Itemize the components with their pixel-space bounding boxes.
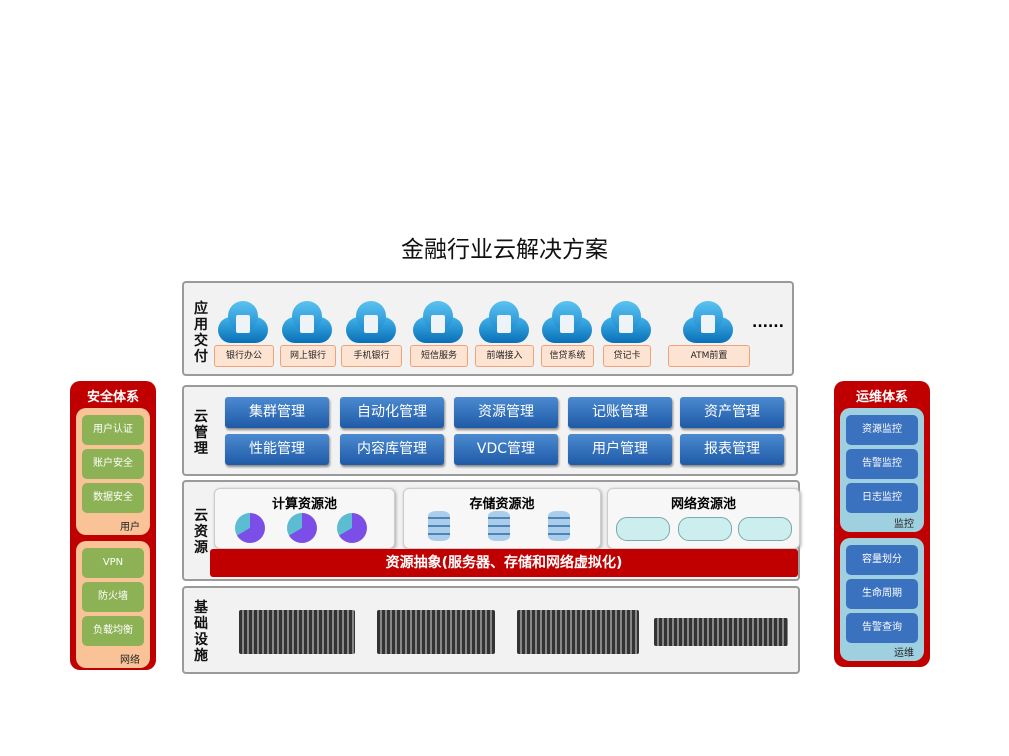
app-label-8: ATM前置 xyxy=(668,345,750,367)
cloud-icon xyxy=(538,299,596,343)
app-label-7: 贷记卡 xyxy=(603,345,651,367)
mgmt-button: 资产管理 xyxy=(680,397,784,428)
server-glyph-icon xyxy=(701,315,715,333)
group-1: 用户认证账户安全数据安全用户 xyxy=(76,408,150,535)
app-label-3: 手机银行 xyxy=(341,345,402,367)
system-item: 负载均衡 xyxy=(82,616,144,646)
layer-label: 应用交付 xyxy=(194,301,208,365)
cloud-icon xyxy=(214,299,272,343)
cloud-app-icon xyxy=(213,299,273,343)
system-item: 账户安全 xyxy=(82,449,144,479)
system-item: 防火墙 xyxy=(82,582,144,612)
mgmt-button: 性能管理 xyxy=(225,434,329,465)
system-item: 生命周期 xyxy=(846,579,918,609)
server-icon xyxy=(239,610,355,654)
cloud-app-icon xyxy=(474,299,534,343)
cloud-resource-layer: 云资源 计算资源池 存储资源池 网络资源池 资源抽象(服务器、存储和网络虚拟化) xyxy=(182,480,800,581)
app-label-2: 网上银行 xyxy=(280,345,336,367)
server-glyph-icon xyxy=(300,315,314,333)
resource-abstraction-bar: 资源抽象(服务器、存储和网络虚拟化) xyxy=(210,549,798,577)
system-item: 日志监控 xyxy=(846,483,918,513)
mgmt-button: 报表管理 xyxy=(680,434,784,465)
app-delivery-layer: 应用交付 银行办公网上银行手机银行短信服务前端接入信贷系统贷记卡 ATM前置 ..… xyxy=(182,281,794,376)
system-item: 用户认证 xyxy=(82,415,144,445)
server-glyph-icon xyxy=(496,315,511,333)
mgmt-button: 集群管理 xyxy=(225,397,329,428)
app-label-6: 信贷系统 xyxy=(541,345,594,367)
system-item: VPN xyxy=(82,548,144,578)
compute-pool: 计算资源池 xyxy=(214,488,395,549)
network-cloud-icon xyxy=(738,517,792,541)
system-item: 告警监控 xyxy=(846,449,918,479)
diagram-title: 金融行业云解决方案 xyxy=(401,237,608,263)
mgmt-button: 记账管理 xyxy=(568,397,672,428)
server-icon xyxy=(654,618,788,646)
cloud-management-layer: 云管理 集群管理自动化管理资源管理记账管理资产管理性能管理内容库管理 VDC管理用… xyxy=(182,385,798,476)
system-item: 数据安全 xyxy=(82,483,144,513)
cloud-icon xyxy=(679,299,737,343)
database-icon xyxy=(548,511,570,541)
pie-icon xyxy=(287,513,317,543)
more-ellipsis: ...... xyxy=(752,315,784,331)
server-icon xyxy=(517,610,639,654)
cloud-icon xyxy=(597,299,655,343)
pool-title: 计算资源池 xyxy=(271,497,337,512)
mgmt-button: VDC管理 xyxy=(454,434,558,465)
group-2: 容量划分生命周期告警查询运维 xyxy=(840,538,924,661)
cloud-icon xyxy=(278,299,336,343)
pie-icon xyxy=(235,513,265,543)
cloud-app-icon xyxy=(408,299,468,343)
network-cloud-icon xyxy=(616,517,670,541)
cloud-icon xyxy=(475,299,533,343)
panel-title: 安全体系 xyxy=(86,390,139,405)
layer-label: 云资源 xyxy=(194,508,208,556)
cloud-icon xyxy=(342,299,400,343)
infrastructure-layer: 基础设施 xyxy=(182,586,800,674)
database-icon xyxy=(488,511,510,541)
group-label: 用户 xyxy=(120,522,140,533)
pool-title: 存储资源池 xyxy=(469,497,535,512)
system-item: 资源监控 xyxy=(846,415,918,445)
server-glyph-icon xyxy=(236,315,250,333)
mgmt-button: 用户管理 xyxy=(568,434,672,465)
layer-label: 云管理 xyxy=(194,409,208,457)
storage-pool: 存储资源池 xyxy=(403,488,601,549)
app-label-1: 银行办公 xyxy=(214,345,274,367)
cloud-icon xyxy=(409,299,467,343)
app-label-5: 前端接入 xyxy=(475,345,534,367)
group-label: 运维 xyxy=(894,648,914,659)
group-label: 网络 xyxy=(120,655,140,666)
cloud-app-icon xyxy=(537,299,597,343)
server-glyph-icon xyxy=(619,315,633,333)
group-2: VPN 防火墙负载均衡网络 xyxy=(76,541,150,668)
group-1: 资源监控告警监控日志监控监控 xyxy=(840,408,924,532)
network-cloud-icon xyxy=(678,517,732,541)
mgmt-button: 内容库管理 xyxy=(340,434,444,465)
app-label-4: 短信服务 xyxy=(410,345,468,367)
server-glyph-icon xyxy=(431,315,445,333)
security-system-panel: 安全体系 用户认证账户安全数据安全用户 VPN 防火墙负载均衡网络 xyxy=(70,381,156,670)
server-glyph-icon xyxy=(363,315,378,333)
server-icon xyxy=(377,610,495,654)
layer-label: 基础设施 xyxy=(194,600,208,664)
system-item: 容量划分 xyxy=(846,545,918,575)
pool-title: 网络资源池 xyxy=(670,497,736,512)
cloud-app-icon xyxy=(678,299,738,343)
pie-icon xyxy=(337,513,367,543)
system-item: 告警查询 xyxy=(846,613,918,643)
ops-system-panel: 运维体系 资源监控告警监控日志监控监控容量划分生命周期告警查询运维 xyxy=(834,381,930,667)
mgmt-button: 自动化管理 xyxy=(340,397,444,428)
group-label: 监控 xyxy=(894,519,914,530)
cloud-app-icon xyxy=(341,299,401,343)
mgmt-button: 资源管理 xyxy=(454,397,558,428)
server-glyph-icon xyxy=(559,315,574,333)
network-pool: 网络资源池 xyxy=(607,488,800,549)
cloud-app-icon xyxy=(277,299,337,343)
panel-title: 运维体系 xyxy=(855,390,908,405)
cloud-app-icon xyxy=(596,299,656,343)
database-icon xyxy=(428,511,450,541)
